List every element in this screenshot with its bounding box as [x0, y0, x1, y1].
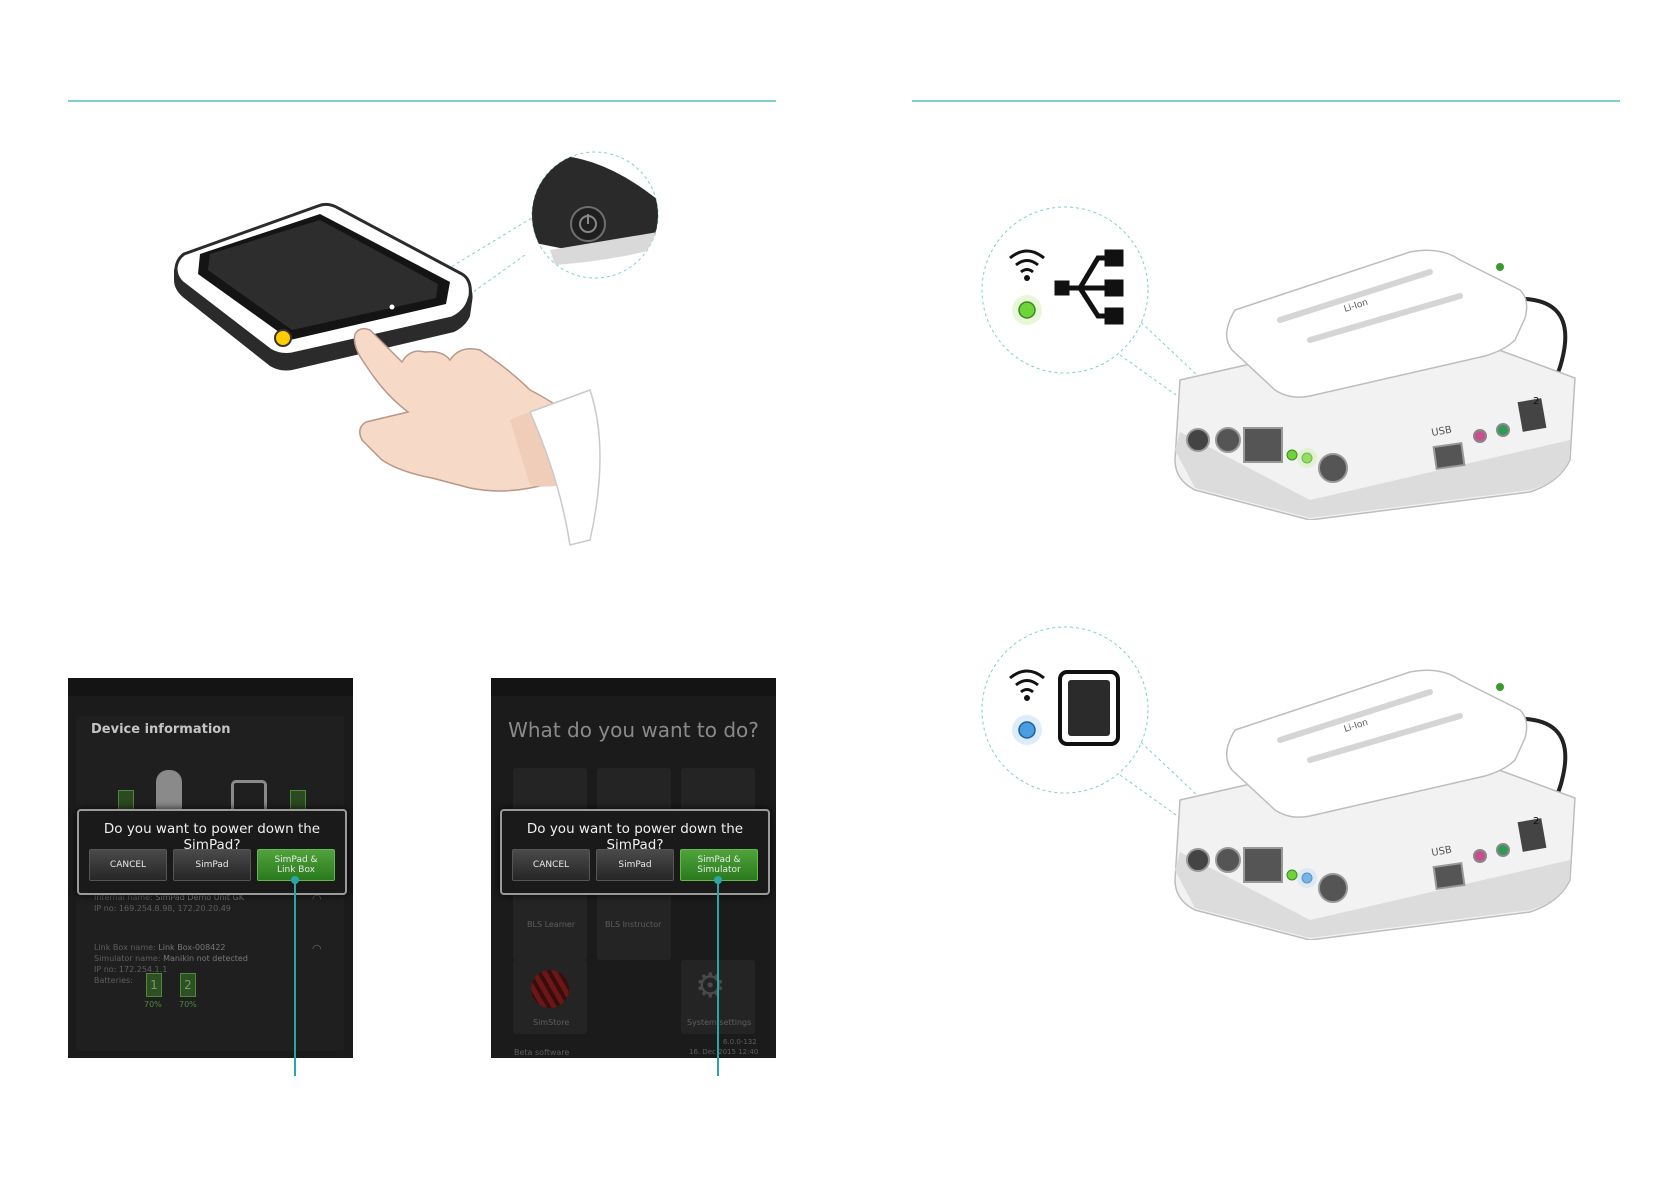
button-line-1: SimPad &	[697, 855, 741, 865]
hand-pressing-power	[353, 327, 601, 546]
simpad-and-simulator-button[interactable]: SimPad & Simulator	[680, 849, 758, 881]
ip-address-1: IP no: 169.254.8.98, 172.20.20.49	[94, 904, 231, 913]
beta-label: Beta software	[514, 1048, 570, 1057]
tile-bls-learner[interactable]	[513, 888, 587, 960]
power-icon	[1318, 453, 1348, 483]
button-line-2: Simulator	[697, 865, 741, 875]
battery-2-icon: 2	[180, 973, 196, 997]
button-line-2: Link Box	[276, 865, 316, 875]
battery-1-icon: 1	[146, 973, 162, 997]
port-number: 2	[1533, 816, 1539, 827]
callout-dot-right	[714, 876, 722, 884]
main-menu-title: What do you want to do?	[508, 718, 759, 742]
device-info-title: Device information	[91, 722, 231, 737]
usb-port	[1432, 862, 1466, 890]
linkbox-illustration-wifi: Li-Ion USB 2	[981, 626, 1576, 940]
version-label: 6.0.0-132	[723, 1038, 757, 1046]
simstore-logo-icon	[531, 970, 569, 1008]
callout-line-left	[294, 878, 296, 1076]
gear-icon: ⚙	[695, 966, 726, 1006]
battery-icon	[118, 790, 134, 810]
simpad-screen-main-menu: What do you want to do? BLS Learner BLS …	[491, 678, 776, 1058]
callout-line-right	[717, 878, 719, 1076]
linkbox-name-value: Link Box-008422	[158, 943, 226, 952]
usb-port	[1432, 442, 1466, 470]
usb-port-label: USB	[1431, 845, 1453, 859]
power-down-dialog-left: Do you want to power down the SimPad? CA…	[77, 809, 347, 895]
simpad-tablet	[174, 202, 473, 371]
status-led-blue	[1018, 721, 1036, 739]
cancel-button[interactable]: CANCEL	[512, 849, 590, 881]
linkbox-name-label: Link Box name:	[94, 943, 156, 952]
wifi-icon: ◠	[312, 892, 322, 905]
usb-port-label: USB	[1431, 425, 1453, 439]
tile-bls-learner-label: BLS Learner	[527, 920, 576, 929]
date-label: 16. Dec 2015 12:40	[689, 1048, 759, 1056]
right-header-rule	[912, 100, 1620, 102]
port-number: 2	[1533, 396, 1539, 407]
headphone-icon	[1496, 843, 1510, 857]
manikin-icon	[156, 770, 182, 810]
wifi-icon: ◠	[312, 942, 322, 955]
usb-icon	[1054, 249, 1124, 325]
tablet-icon	[1058, 670, 1120, 746]
status-led-green	[1018, 301, 1036, 319]
cancel-button[interactable]: CANCEL	[89, 849, 167, 881]
battery-icon	[290, 790, 306, 810]
battery-1-percent: 70%	[144, 1000, 162, 1009]
callout-dot-left	[291, 876, 299, 884]
simpad-and-linkbox-button[interactable]: SimPad & Link Box	[257, 849, 335, 881]
internal-name-value: SimPad Demo Unit GK	[155, 893, 244, 902]
internal-name-label: Internal name:	[94, 893, 153, 902]
batteries-label: Batteries:	[94, 976, 133, 985]
ip-address-2: IP no: 172.254.1.1	[94, 965, 168, 974]
headphone-icon	[1496, 423, 1510, 437]
power-button-zoom-bubble	[379, 151, 659, 331]
simulator-name-value: Manikin not detected	[163, 954, 248, 963]
left-header-rule	[68, 100, 776, 102]
button-line-1: SimPad &	[274, 855, 318, 865]
linkbox-illustration-usb: Li-Ion USB 2	[981, 206, 1576, 520]
power-icon	[1318, 873, 1348, 903]
microphone-icon	[1473, 849, 1487, 863]
power-down-dialog-right: Do you want to power down the SimPad? CA…	[500, 809, 770, 895]
tile-bls-instructor[interactable]	[597, 888, 671, 960]
tile-system-settings-label: System settings	[687, 1018, 752, 1027]
wifi-icon	[1009, 249, 1045, 281]
simpad-only-button[interactable]: SimPad	[596, 849, 674, 881]
wifi-icon	[1009, 669, 1045, 701]
battery-2-percent: 70%	[179, 1000, 197, 1009]
simpad-device-illustration	[174, 151, 659, 546]
microphone-icon	[1473, 429, 1487, 443]
simpad-only-button[interactable]: SimPad	[173, 849, 251, 881]
tile-simstore-label: SimStore	[533, 1018, 570, 1027]
simpad-screen-device-info: Device information Internal name: SimPad…	[68, 678, 353, 1058]
tile-bls-instructor-label: BLS Instructor	[605, 920, 662, 929]
simulator-name-label: Simulator name:	[94, 954, 161, 963]
